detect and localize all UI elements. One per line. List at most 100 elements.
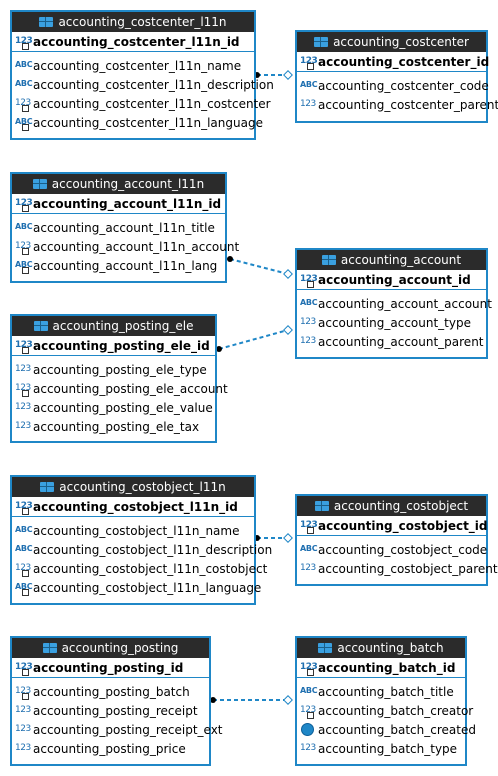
attribute-row[interactable]: accounting_costcenter_code: [297, 76, 489, 95]
entity-batch[interactable]: accounting_batch accounting_batch_id acc…: [295, 636, 476, 766]
attribute-row[interactable]: accounting_posting_ele_type: [12, 360, 215, 379]
attribute-row[interactable]: accounting_posting_batch: [12, 682, 209, 701]
attribute-row[interactable]: accounting_batch_title: [297, 682, 465, 701]
attribute-row[interactable]: accounting_account_type: [297, 313, 486, 332]
entity-posting-ele[interactable]: accounting_posting_ele accounting_postin…: [10, 314, 228, 443]
text-type-icon: [15, 545, 33, 554]
entity-header[interactable]: accounting_posting: [12, 638, 209, 658]
attribute-row[interactable]: accounting_batch_creator: [297, 701, 473, 720]
attribute-label: accounting_account_l11n_title: [33, 220, 215, 235]
primary-key-label: accounting_account_l11n_id: [33, 196, 222, 211]
attribute-row[interactable]: accounting_posting_price: [12, 739, 209, 758]
attribute-row[interactable]: accounting_batch_type: [297, 739, 465, 758]
attribute-label: accounting_costcenter_l11n_language: [33, 115, 263, 130]
entity-costcenter-l11n[interactable]: accounting_costcenter_l11n accounting_co…: [10, 10, 274, 140]
entity-account-l11n[interactable]: accounting_account_l11n accounting_accou…: [10, 172, 239, 283]
entity-header[interactable]: accounting_batch: [297, 638, 465, 658]
numeric-key-icon: [300, 706, 318, 719]
entity-header[interactable]: accounting_account: [297, 250, 486, 270]
attribute-row[interactable]: accounting_posting_ele_account: [12, 379, 228, 398]
attribute-label: accounting_account_l11n_account: [33, 239, 240, 254]
attribute-row[interactable]: accounting_account_account: [297, 294, 492, 313]
primary-key-row[interactable]: accounting_costcenter_l11n_id: [12, 32, 254, 52]
attribute-row[interactable]: accounting_costcenter_l11n_costcenter: [12, 94, 271, 113]
primary-key-label: accounting_posting_ele_id: [33, 338, 210, 353]
attribute-row[interactable]: accounting_posting_ele_tax: [12, 417, 215, 436]
attribute-label: accounting_costobject_l11n_name: [33, 523, 240, 538]
entity-costcenter[interactable]: accounting_costcenter accounting_costcen…: [295, 30, 498, 123]
text-type-icon: [15, 223, 33, 232]
entity-header[interactable]: accounting_posting_ele: [12, 316, 215, 336]
attribute-row[interactable]: accounting_costcenter_l11n_language: [12, 113, 263, 132]
entity-header[interactable]: accounting_account_l11n: [12, 174, 225, 194]
entity-costobject-l11n[interactable]: accounting_costobject_l11n accounting_co…: [10, 475, 272, 605]
entity-posting[interactable]: accounting_posting accounting_posting_id…: [10, 636, 223, 766]
entity-header[interactable]: accounting_costobject_l11n: [12, 477, 254, 497]
text-type-icon: [300, 687, 318, 696]
numeric-key-icon: [300, 521, 318, 534]
attribute-label: accounting_costcenter_l11n_costcenter: [33, 96, 271, 111]
attribute-label: accounting_account_l11n_lang: [33, 258, 218, 273]
table-icon: [33, 321, 48, 331]
primary-key-row[interactable]: accounting_posting_ele_id: [12, 336, 215, 356]
primary-key-label: accounting_costobject_l11n_id: [33, 499, 238, 514]
primary-key-label: accounting_posting_id: [33, 660, 184, 675]
table-icon: [314, 501, 329, 511]
text-type-icon: [300, 299, 318, 308]
numeric-type-icon: [300, 318, 318, 327]
attribute-row[interactable]: accounting_costobject_l11n_name: [12, 521, 254, 540]
numeric-type-icon: [15, 422, 33, 431]
attribute-label: accounting_costcenter_l11n_name: [33, 58, 242, 73]
numeric-type-icon: [300, 100, 318, 109]
entity-account[interactable]: accounting_account accounting_account_id…: [295, 248, 492, 359]
attribute-row[interactable]: accounting_account_l11n_lang: [12, 256, 225, 275]
attribute-label: accounting_account_type: [318, 315, 471, 330]
entity-header[interactable]: accounting_costcenter_l11n: [12, 12, 254, 32]
text-type-icon: [300, 545, 318, 554]
attribute-row[interactable]: accounting_account_l11n_title: [12, 218, 225, 237]
attribute-row[interactable]: accounting_costobject_code: [297, 540, 487, 559]
numeric-key-icon: [300, 663, 318, 676]
attribute-label: accounting_costcenter_parent: [318, 97, 498, 112]
attribute-row[interactable]: accounting_posting_receipt: [12, 701, 209, 720]
primary-key-row[interactable]: accounting_batch_id: [297, 658, 465, 678]
attribute-row[interactable]: accounting_account_l11n_account: [12, 237, 239, 256]
entity-header[interactable]: accounting_costobject: [297, 496, 486, 516]
primary-key-row[interactable]: accounting_account_id: [297, 270, 486, 290]
table-icon: [39, 17, 54, 27]
primary-key-row[interactable]: accounting_posting_id: [12, 658, 209, 678]
attribute-label: accounting_posting_ele_value: [33, 400, 213, 415]
attribute-row[interactable]: accounting_account_parent: [297, 332, 486, 351]
primary-key-row[interactable]: accounting_costobject_l11n_id: [12, 497, 254, 517]
numeric-type-icon: [300, 744, 318, 753]
attribute-row[interactable]: accounting_costobject_l11n_costobject: [12, 559, 267, 578]
attribute-label: accounting_batch_created: [318, 722, 476, 737]
attribute-label: accounting_costobject_l11n_description: [33, 542, 273, 557]
primary-key-row[interactable]: accounting_account_l11n_id: [12, 194, 225, 214]
attribute-label: accounting_posting_receipt_ext: [33, 722, 223, 737]
attribute-label: accounting_posting_ele_type: [33, 362, 207, 377]
datetime-clock-icon: [300, 723, 318, 736]
attribute-row[interactable]: accounting_costcenter_l11n_name: [12, 56, 254, 75]
primary-key-row[interactable]: accounting_costobject_id: [297, 516, 488, 536]
entity-costobject[interactable]: accounting_costobject accounting_costobj…: [295, 494, 498, 586]
attribute-row[interactable]: accounting_costobject_l11n_description: [12, 540, 272, 559]
text-type-icon: [300, 81, 318, 90]
primary-key-row[interactable]: accounting_costcenter_id: [297, 52, 489, 72]
attribute-row[interactable]: accounting_costcenter_l11n_description: [12, 75, 274, 94]
attribute-row[interactable]: accounting_costobject_parent: [297, 559, 498, 578]
numeric-type-icon: [300, 337, 318, 346]
attribute-row[interactable]: accounting_posting_ele_value: [12, 398, 215, 417]
table-icon: [318, 643, 333, 653]
primary-key-label: accounting_costobject_id: [318, 518, 488, 533]
entity-header[interactable]: accounting_costcenter: [297, 32, 486, 52]
attribute-row[interactable]: accounting_batch_created: [297, 720, 476, 739]
attribute-row[interactable]: accounting_costcenter_parent: [297, 95, 498, 114]
numeric-type-icon: [15, 365, 33, 374]
attribute-row[interactable]: accounting_costobject_l11n_language: [12, 578, 261, 597]
numeric-type-icon: [15, 706, 33, 715]
attribute-label: accounting_costobject_l11n_language: [33, 580, 262, 595]
attribute-row[interactable]: accounting_posting_receipt_ext: [12, 720, 223, 739]
numeric-key-icon: [15, 564, 33, 577]
numeric-type-icon: [15, 744, 33, 753]
